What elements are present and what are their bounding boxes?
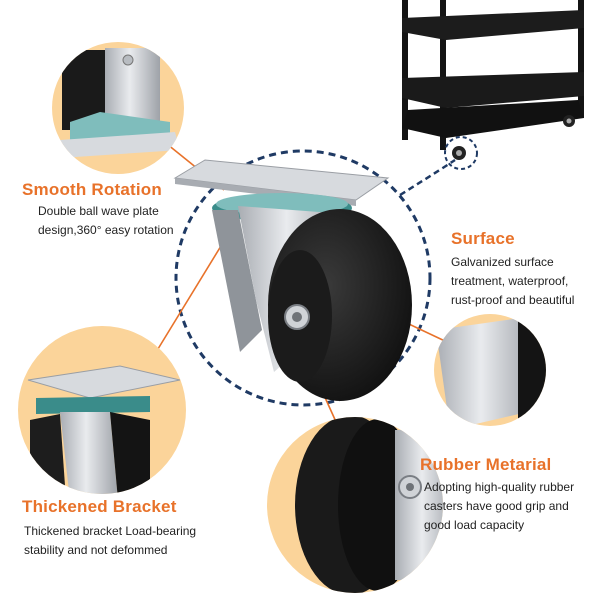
desc-line: design,360° easy rotation (38, 223, 174, 237)
desc-line: Galvanized surface (451, 255, 554, 269)
desc-line: Adopting high-quality rubber (424, 480, 575, 494)
desc-line: good load capacity (424, 518, 525, 532)
desc-line: casters have good grip and (424, 499, 569, 513)
desc-line: stability and not defommed (24, 543, 168, 557)
feature-title-smooth-rotation: Smooth Rotation (22, 180, 162, 199)
feature-desc-smooth-rotation: Double ball wave plate design,360° easy … (38, 202, 174, 240)
detail-smooth-rotation (52, 42, 184, 174)
feature-desc-rubber-material: Adopting high-quality rubber casters hav… (424, 478, 574, 535)
desc-line: Thickened bracket Load-bearing (24, 524, 197, 538)
desc-line: rust-proof and beautiful (451, 293, 575, 307)
feature-title-rubber-material: Rubber Metarial (420, 455, 552, 474)
detail-thickened-bracket (18, 326, 186, 494)
desc-line: treatment, waterproof, (451, 274, 569, 288)
caster-image (173, 159, 412, 401)
feature-title-surface: Surface (451, 229, 515, 248)
tool-cart-image (402, 0, 584, 170)
dashed-ring (174, 149, 432, 407)
feature-title-thickened-bracket: Thickened Bracket (22, 497, 177, 516)
feature-desc-surface: Galvanized surface treatment, waterproof… (451, 253, 574, 310)
desc-line: Double ball wave plate (38, 204, 159, 218)
feature-desc-thickened-bracket: Thickened bracket Load-bearing stability… (24, 522, 196, 560)
detail-rubber-material (267, 417, 443, 593)
detail-surface (434, 314, 546, 426)
